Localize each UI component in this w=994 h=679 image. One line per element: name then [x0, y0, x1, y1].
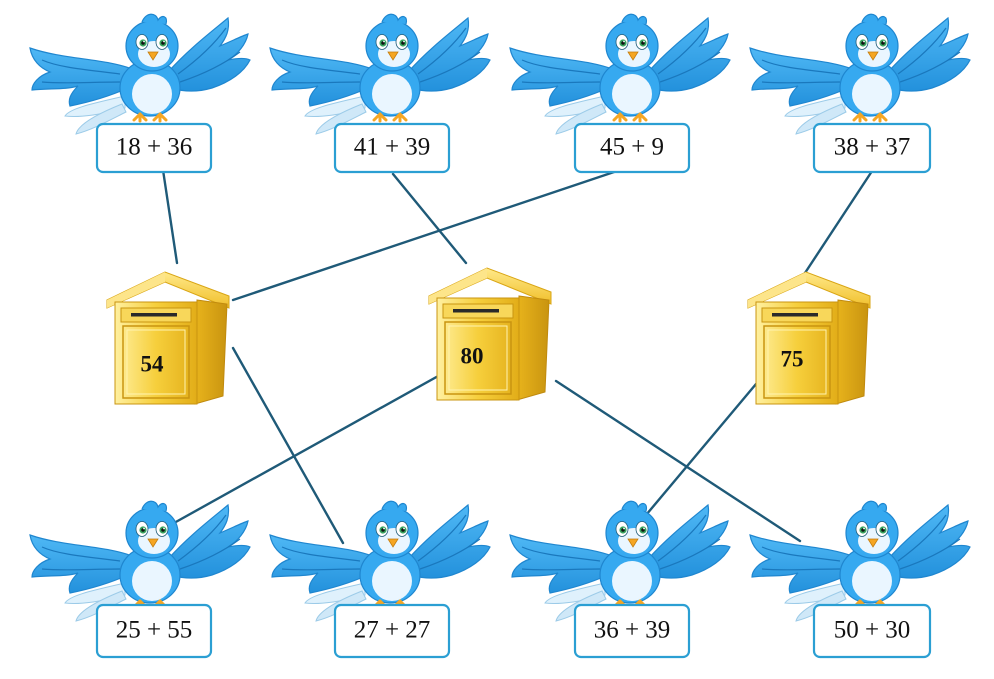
bird-card-group: 25 + 55: [28, 499, 252, 659]
expression-label: 25 + 55: [116, 617, 193, 644]
expression-label: 36 + 39: [594, 617, 671, 644]
bird-icon: [508, 499, 732, 623]
expression-card: [95, 603, 213, 659]
bird-card-group: 38 + 37: [748, 12, 972, 174]
birds: 18 + 36 41 + 39 45 + 9 38 + 37 25 + 55 27 + 2…: [28, 12, 972, 659]
mailbox: 80: [428, 267, 552, 401]
expression-label: 45 + 9: [600, 134, 664, 161]
expression-label: 18 + 36: [116, 134, 193, 161]
mailboxes: 54 80 75: [106, 267, 871, 405]
connector-lines: [161, 163, 878, 545]
connector-line: [231, 167, 625, 302]
bird-icon: [508, 12, 732, 136]
bird-card-group: 27 + 27: [268, 499, 492, 659]
connector-line: [231, 346, 345, 545]
expression-card: [573, 603, 691, 659]
mailbox: 75: [747, 271, 871, 405]
expression-card: [573, 122, 691, 174]
connector-line: [161, 168, 179, 265]
expression-card: [95, 122, 213, 174]
connector-line: [172, 373, 442, 525]
expression-label: 50 + 30: [834, 617, 911, 644]
expression-card: [333, 122, 451, 174]
bird-icon: [268, 499, 492, 623]
expression-card: [812, 603, 932, 659]
expression-label: 38 + 37: [834, 134, 911, 161]
expression-card: [812, 122, 932, 174]
bird-card-group: 36 + 39: [508, 499, 732, 659]
mailbox-icon: [747, 271, 871, 405]
bird-card-group: 45 + 9: [508, 12, 732, 174]
bird-icon: [28, 499, 252, 623]
mailbox: 54: [106, 271, 230, 405]
connector-line: [391, 172, 468, 265]
bird-icon: [748, 12, 972, 136]
connector-line: [801, 163, 878, 278]
mailbox-number: 80: [461, 343, 484, 368]
mailbox-icon: [428, 267, 552, 401]
bird-icon: [28, 12, 252, 136]
bird-icon: [268, 12, 492, 136]
bird-card-group: 41 + 39: [268, 12, 492, 174]
mailbox-number: 75: [781, 346, 804, 371]
bird-card-group: 18 + 36: [28, 12, 252, 174]
expression-card: [333, 603, 451, 659]
bird-icon: [748, 499, 972, 623]
expression-label: 27 + 27: [354, 617, 431, 644]
bird-card-group: 50 + 30: [748, 499, 972, 659]
expression-label: 41 + 39: [354, 134, 431, 161]
mailbox-number: 54: [141, 351, 165, 376]
connector-line: [639, 382, 758, 523]
connector-line: [554, 379, 802, 543]
mailbox-icon: [106, 271, 230, 405]
